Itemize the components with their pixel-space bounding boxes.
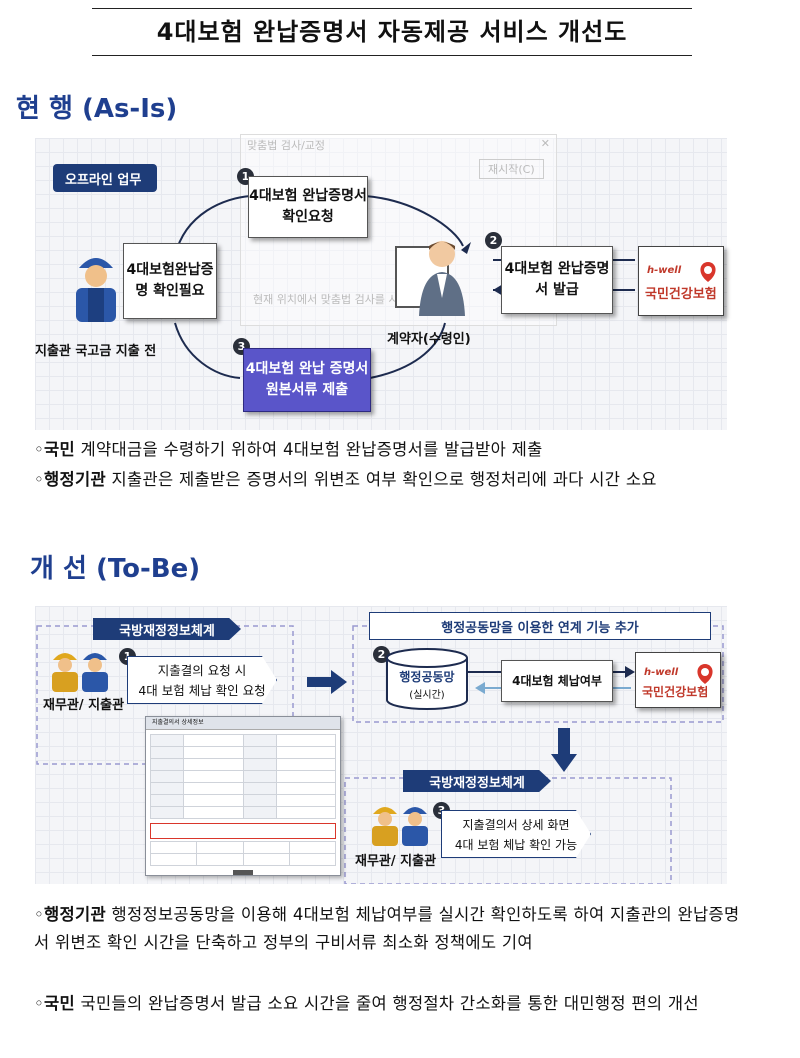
tobe-step1-line2: 4대 보험 체납 확인 요청: [138, 683, 266, 698]
as-is-bullet-1-text: 계약대금을 수령하기 위하여 4대보험 완납증명서를 발급받아 제출: [75, 440, 543, 459]
nhis-hwell-tobe: h-well: [644, 667, 679, 678]
nhis-logo-icon-tobe: [697, 664, 713, 684]
step2-text: 4대보험 완납증명서 발급: [504, 261, 610, 298]
contractor-icon: [419, 241, 465, 316]
page-title: 4대보험 완납증명서 자동제공 서비스 개선도: [92, 8, 692, 56]
tobe-step1-line1: 지출결의 요청 시: [157, 663, 247, 678]
finance-label-top: 재무관/ 지출관: [43, 698, 125, 713]
mock-button: [233, 870, 253, 875]
nhis-logo-tobe: h-well 국민건강보험: [635, 652, 721, 708]
tobe-step2-sub: (실시간): [409, 690, 445, 701]
to-be-diagram: 국방재정정보체계 행정공동망을 이용한 연계 기능 추가 재무관/ 지출관 1 …: [35, 606, 727, 884]
mock-table-2: [149, 841, 337, 866]
nhis-logo: h-well 국민건강보험: [638, 246, 724, 316]
worker-pair-icon: [52, 653, 108, 692]
as-is-bullet-1: ◦국민 계약대금을 수령하기 위하여 4대보험 완납증명서를 발급받아 제출: [34, 440, 543, 459]
worker-icon: [76, 258, 116, 322]
nhis-hwell: h-well: [647, 265, 682, 276]
arrow-right-icon: [307, 670, 347, 694]
need-check-box: 4대보험완납증명 확인필요: [123, 243, 217, 319]
as-is-bullet-2: ◦행정기관 지출관은 제출받은 증명서의 위변조 여부 확인으로 행정처리에 과…: [34, 470, 657, 489]
as-is-bullet-2-lead: 행정기관: [44, 470, 106, 489]
to-be-bullet-2-lead: 국민: [44, 994, 76, 1013]
mock-table: [150, 734, 336, 819]
tobe-step2-name: 행정공동망: [399, 670, 455, 684]
step1-text: 4대보험 완납증명서 확인요청: [249, 188, 367, 225]
step2-number: 2: [485, 232, 502, 249]
step3-text: 4대보험 완납 증명서 원본서류 제출: [245, 361, 369, 398]
faded-restart-button: 재시작(C): [479, 159, 544, 179]
app-window-title: 지출결의서 상세정보: [146, 717, 340, 730]
to-be-bullet-1-lead: 행정기관: [44, 905, 106, 924]
tobe-step3-box: 지출결의서 상세 화면 4대 보험 체납 확인 가능: [441, 810, 591, 858]
nhis-name-tobe: 국민건강보험: [642, 685, 709, 699]
offline-tag: 오프라인 업무: [53, 164, 157, 192]
as-is-heading: 현 행 (As-Is): [16, 94, 178, 124]
finance-label-bottom: 재무관/ 지출관: [355, 854, 437, 869]
dfis-tag-bottom: 국방재정정보체계: [403, 770, 551, 792]
link-header: 행정공동망을 이용한 연계 기능 추가: [369, 612, 711, 640]
dfis-tag-top: 국방재정정보체계: [93, 618, 241, 640]
tobe-step3-line1: 지출결의서 상세 화면: [462, 818, 570, 832]
step3-box: 4대보험 완납 증명서 원본서류 제출: [243, 348, 371, 412]
as-is-diagram: 맞춤법 검사/교정 ✕ 재시작(C) 현재 위치에서 맞춤법 검사를 시작하였습…: [35, 134, 727, 430]
faded-dialog-title: 맞춤법 검사/교정: [247, 139, 326, 152]
arrears-box: 4대보험 체납여부: [501, 660, 613, 702]
highlighted-row: [150, 823, 336, 839]
to-be-bullet-2: ◦국민 국민들의 완납증명서 발급 소요 시간을 줄여 행정절차 간소화를 통한…: [34, 994, 699, 1013]
step2-box: 4대보험 완납증명서 발급: [501, 246, 613, 314]
link-header-text: 행정공동망을 이용한 연계 기능 추가: [441, 620, 639, 636]
nhis-name: 국민건강보험: [645, 287, 717, 302]
to-be-bullet-2-text: 국민들의 완납증명서 발급 소요 시간을 줄여 행정절차 간소화를 통한 대민행…: [75, 994, 699, 1013]
tobe-step3-line2: 4대 보험 체납 확인 가능: [454, 838, 578, 852]
arrow-down-icon: [551, 728, 577, 772]
as-is-bullet-2-text: 지출관은 제출받은 증명서의 위변조 여부 확인으로 행정처리에 과다 시간 소…: [105, 470, 657, 489]
close-icon: ✕: [540, 137, 550, 150]
worker-pair-icon-bottom: [372, 807, 428, 846]
to-be-bullet-1: ◦행정기관 행정정보공동망을 이용해 4대보험 체납여부를 실시간 확인하도록 …: [34, 905, 740, 952]
to-be-bullet-1-text: 행정정보공동망을 이용해 4대보험 체납여부를 실시간 확인하도록 하여 지출관…: [34, 905, 740, 952]
as-is-bullet-1-lead: 국민: [44, 440, 76, 459]
tobe-step2-number: 2: [373, 646, 390, 663]
step1-box: 4대보험 완납증명서 확인요청: [248, 176, 368, 238]
to-be-heading: 개 선 (To-Be): [30, 554, 201, 584]
need-check-text: 4대보험완납증명 확인필요: [126, 262, 214, 299]
contractor-label: 계약자(수령인): [387, 332, 471, 347]
nhis-logo-icon: [700, 262, 716, 282]
arrears-text: 4대보험 체납여부: [512, 674, 602, 688]
officer-label: 지출관 국고금 지출 전: [35, 344, 157, 359]
tobe-step1-box: 지출결의 요청 시 4대 보험 체납 확인 요청: [127, 656, 277, 704]
app-window-mockup: 지출결의서 상세정보: [145, 716, 341, 876]
database-icon: [386, 648, 468, 710]
